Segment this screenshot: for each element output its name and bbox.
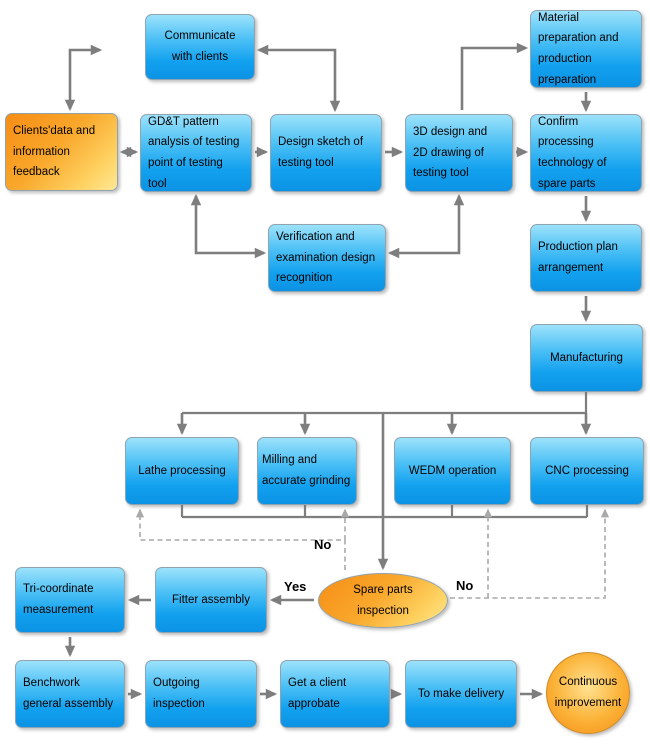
node-production-plan: Production plan arrangement [530,224,642,292]
node-lathe-processing: Lathe processing [125,437,239,505]
node-outgoing-inspection: Outgoing inspection [145,660,257,728]
edge-label-yes: Yes [284,579,307,594]
node-cnc-processing: CNC processing [530,437,644,505]
node-continuous-improvement: Continuous improvement [546,652,630,734]
node-get-client-approbate: Get a client approbate [280,660,390,728]
node-milling-grinding: Milling and accurate grinding [257,437,357,505]
node-benchwork-general-assembly: Benchwork general assembly [15,660,125,728]
node-material-preparation: Material preparation and production prep… [530,10,642,88]
node-spare-parts-inspection: Spare parts inspection [318,573,448,628]
node-3d-design-2d-drawing: 3D design and 2D drawing of testing tool [405,114,513,192]
node-fitter-assembly: Fitter assembly [155,567,267,633]
node-wedm-operation: WEDM operation [394,437,511,505]
edge-label-no-left: No [314,537,332,552]
node-tri-coordinate-measurement: Tri-coordinate measurement [15,567,125,633]
node-communicate-with-clients: Communicate with clients [145,14,255,80]
node-verification-examination: Verification and examination design reco… [268,224,386,292]
node-to-make-delivery: To make delivery [405,660,517,728]
node-confirm-processing-technology: Confirm processing technology of spare p… [530,114,642,192]
node-clients-data-feedback: Clients'data and information feedback [5,113,118,191]
node-manufacturing: Manufacturing [530,324,643,392]
node-gdt-pattern-analysis: GD&T pattern analysis of testing point o… [140,114,252,192]
node-design-sketch: Design sketch of testing tool [270,114,382,192]
edge-label-no-right: No [456,578,474,593]
